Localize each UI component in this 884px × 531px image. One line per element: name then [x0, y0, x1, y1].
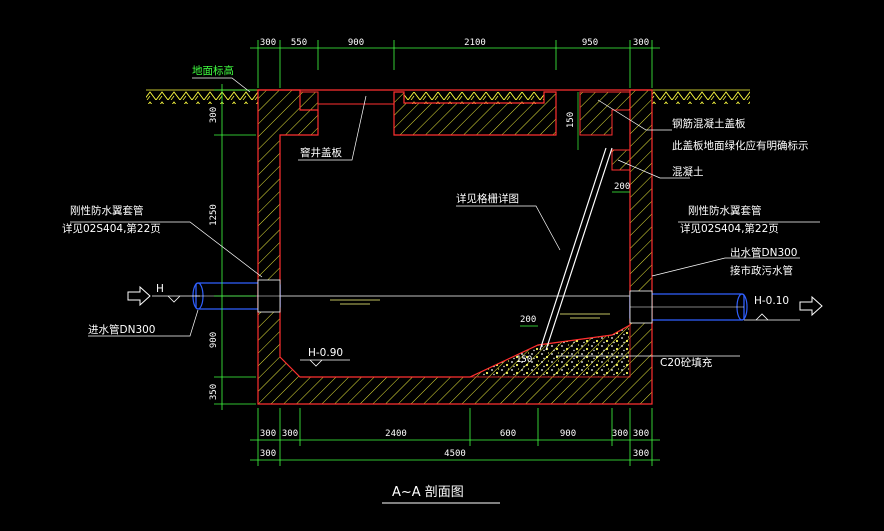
bottom-dim-7: 300 [633, 429, 649, 439]
label-h-out: H-0.10 [754, 295, 789, 307]
top-dimension-line [250, 40, 660, 88]
dim-150-bottom: 150 [516, 355, 532, 365]
left-dim-3: 900 [209, 332, 219, 348]
top-dim-5: 950 [582, 38, 598, 48]
bottom-dim-4: 600 [500, 429, 516, 439]
bottom-dim-3: 2400 [385, 429, 407, 439]
bottom-dim-5: 900 [560, 429, 576, 439]
top-dim-3: 900 [348, 38, 364, 48]
interior-dims [520, 92, 630, 327]
label-outlet-1: 出水管DN300 [730, 246, 797, 259]
label-inlet-pipe: 进水管DN300 [88, 323, 155, 336]
outlet-pipe [629, 290, 748, 324]
left-dim-2: 1250 [209, 204, 219, 226]
left-dimension-line [214, 84, 256, 410]
bottom-dim-1: 300 [260, 429, 276, 439]
ground-hatch [146, 89, 750, 104]
top-dim-2: 550 [291, 38, 307, 48]
label-grille-detail: 详见格栅详图 [456, 192, 519, 205]
bottom-dim-6: 300 [612, 429, 628, 439]
bottom-total-dim-2: 4500 [444, 449, 466, 459]
leader-lines [70, 77, 820, 357]
water-level [280, 295, 630, 319]
bottom-dim-2: 300 [282, 429, 298, 439]
label-h-bottom: H-0.90 [308, 347, 343, 359]
label-c20-fill: C20砼填充 [660, 356, 713, 369]
bottom-dimension-lines [250, 408, 660, 466]
label-rc-cover: 钢筋混凝土盖板 [672, 117, 746, 130]
label-h-in: H [156, 283, 164, 295]
top-dim-1: 300 [260, 38, 276, 48]
dim-150-top: 150 [566, 112, 576, 128]
label-cover-note: 此盖板地面绿化应有明确标示 [672, 139, 809, 152]
bottom-total-dim-1: 300 [260, 449, 276, 459]
label-left-sleeve-2: 详见02S404,第22页 [62, 222, 161, 235]
outlet-arrow-icon [799, 295, 823, 317]
inlet-arrow-icon [127, 285, 151, 307]
drawing-title: A~A 剖面图 [392, 485, 464, 500]
top-dim-6: 300 [633, 38, 649, 48]
c20-fill [469, 324, 631, 378]
grille-bar [539, 147, 613, 351]
dim-200-bottom: 200 [520, 315, 536, 325]
label-ground-level: 地面标高 [192, 64, 234, 77]
dim-200-right: 200 [614, 182, 630, 192]
label-right-sleeve-1: 刚性防水翼套管 [688, 204, 762, 217]
bottom-total-dim-3: 300 [633, 449, 649, 459]
label-concrete: 混凝土 [672, 165, 704, 178]
label-left-sleeve-1: 刚性防水翼套管 [70, 204, 144, 217]
elevation-markers [152, 295, 800, 367]
label-right-sleeve-2: 详见02S404,第22页 [680, 222, 779, 235]
left-dim-4: 350 [209, 384, 219, 400]
label-outlet-2: 接市政污水管 [730, 264, 793, 277]
label-well-cover: 窨井盖板 [300, 146, 342, 159]
left-dim-1: 300 [209, 107, 219, 123]
top-dim-4: 2100 [464, 38, 486, 48]
